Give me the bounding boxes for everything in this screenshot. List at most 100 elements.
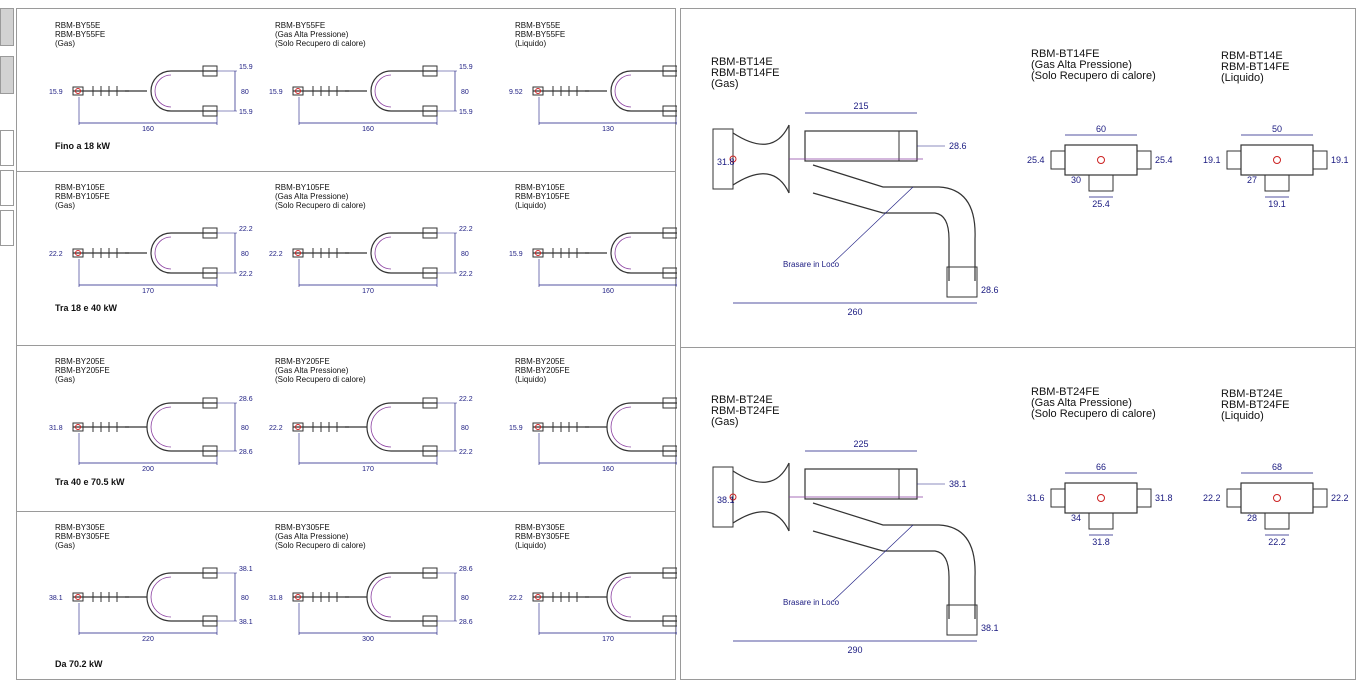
inlet-dim: 22.2 — [269, 251, 283, 258]
inlet-socket — [532, 86, 544, 96]
length-dim: 300 — [362, 636, 374, 643]
model-label-hp: RBM-BT24FE (Gas Alta Pressione) (Solo Re… — [1031, 386, 1156, 420]
outlet-bottom-dim: 28.6 — [459, 619, 473, 626]
inlet-marker — [535, 424, 541, 430]
model-label-gas: RBM-BT24E RBM-BT24FE (Gas) — [711, 394, 780, 428]
tee-bottom-socket — [1264, 174, 1290, 192]
sidebar-tab-4[interactable] — [0, 170, 14, 206]
bend-pipe-inner — [812, 192, 950, 281]
spacing-dim: 80 — [241, 425, 249, 432]
reducer-cone — [732, 462, 790, 532]
inlet-dim: 15.9 — [509, 251, 523, 258]
branch-bend-inner — [154, 236, 172, 270]
outlet-bottom-dim: 38.1 — [239, 619, 253, 626]
branch-bend-inner — [374, 74, 392, 108]
inlet-dim: 22.2 — [269, 425, 283, 432]
tee-bottom-socket — [1088, 512, 1114, 530]
bottom-outlet-dim: 28.6 — [981, 285, 999, 295]
tee-left-dim: 22.2 — [1203, 493, 1221, 503]
total-length-dim: 290 — [847, 645, 862, 655]
branch-bend — [345, 402, 392, 452]
inlet-socket — [292, 248, 304, 258]
model-label-liq: RBM-BT24E RBM-BT24FE (Liquido) — [1221, 388, 1290, 422]
branch-bend-inner — [370, 406, 392, 448]
tee-right-dim: 19.1 — [1331, 155, 1349, 165]
top-length-dim: 225 — [853, 439, 868, 449]
length-dim: 160 — [362, 126, 374, 133]
inlet-dim: 9.52 — [509, 89, 523, 96]
inlet-marker — [75, 88, 81, 94]
inlet-dim: 38.1 — [49, 595, 63, 602]
branch-bend-inner — [614, 74, 632, 108]
outlet-socket — [662, 267, 677, 279]
inlet-marker — [295, 594, 301, 600]
sidebar-tab-2[interactable] — [0, 56, 14, 94]
tee-right-socket — [1312, 488, 1328, 508]
inlet-marker — [75, 424, 81, 430]
inlet-dim: 31.8 — [269, 595, 283, 602]
capacity-range: Tra 40 e 70.5 kW — [55, 477, 125, 487]
spacing-dim: 80 — [461, 89, 469, 96]
outlet-bottom-dim: 22.2 — [459, 271, 473, 278]
branch-bend — [125, 402, 172, 452]
sidebar-tab-1[interactable] — [0, 8, 14, 46]
inlet-dim: 31.8 — [49, 425, 63, 432]
row-divider — [681, 347, 1355, 348]
top-branch-pipe — [804, 468, 918, 500]
model-label-gas: RBM-BY105E RBM-BY105FE (Gas) — [55, 183, 110, 210]
inlet-socket — [532, 422, 544, 432]
outlet-dim: 38.1 — [949, 479, 967, 489]
inlet-socket — [72, 592, 84, 602]
braze-leader — [832, 524, 914, 602]
model-label-hp: RBM-BY55FE (Gas Alta Pressione) (Solo Re… — [275, 21, 366, 48]
outlet-top-dim: 28.6 — [459, 566, 473, 573]
tee-right-socket — [1312, 150, 1328, 170]
tee-height-dim: 34 — [1071, 513, 1081, 523]
capacity-range: Fino a 18 kW — [55, 141, 111, 151]
spacing-dim: 80 — [241, 251, 249, 258]
branch-bend-inner — [154, 74, 172, 108]
outlet-dim: 28.6 — [949, 141, 967, 151]
bottom-socket — [946, 604, 978, 636]
sidebar-tab-5[interactable] — [0, 210, 14, 246]
tee-left-dim: 25.4 — [1027, 155, 1045, 165]
braze-note: Brasare in Loco — [783, 260, 840, 269]
tee-right-dim: 22.2 — [1331, 493, 1349, 503]
inlet-dim: 15.9 — [509, 425, 523, 432]
inlet-socket — [292, 592, 304, 602]
branch-bend — [125, 232, 172, 274]
outlet-top-dim: 22.2 — [459, 396, 473, 403]
inlet-marker — [75, 594, 81, 600]
inlet-dim: 38.1 — [717, 495, 735, 505]
branch-bend — [585, 402, 632, 452]
tee-height-dim: 28 — [1247, 513, 1257, 523]
spacing-dim: 80 — [241, 595, 249, 602]
reducer-cone — [732, 124, 790, 194]
inlet-marker — [535, 88, 541, 94]
inlet-marker — [729, 155, 737, 163]
inlet-marker — [295, 424, 301, 430]
length-dim: 170 — [602, 636, 614, 643]
branch-bend — [345, 232, 392, 274]
model-label-gas: RBM-BY205E RBM-BY205FE (Gas) — [55, 357, 110, 384]
outlet-bottom-dim: 15.9 — [459, 109, 473, 116]
model-label-hp: RBM-BY105FE (Gas Alta Pressione) (Solo R… — [275, 183, 366, 210]
model-label-hp: RBM-BY205FE (Gas Alta Pressione) (Solo R… — [275, 357, 366, 384]
outlet-socket — [662, 445, 677, 457]
branch-bend — [585, 572, 632, 622]
inlet-marker — [729, 493, 737, 501]
capacity-range: Tra 18 e 40 kW — [55, 303, 118, 313]
sidebar-tab-3[interactable] — [0, 130, 14, 166]
bottom-socket — [946, 266, 978, 298]
capacity-range: Da 70.2 kW — [55, 659, 103, 669]
total-length-dim: 260 — [847, 307, 862, 317]
model-label-liq: RBM-BY205E RBM-BY205FE (Liquido) — [515, 357, 570, 384]
tee-bottom-dim: 25.4 — [1092, 199, 1110, 209]
inlet-socket — [72, 86, 84, 96]
outlet-bottom-dim: 22.2 — [459, 449, 473, 456]
inlet-dim: 22.2 — [49, 251, 63, 258]
inlet-dim: 15.9 — [269, 89, 283, 96]
tee-width-dim: 66 — [1096, 462, 1106, 472]
branch-bend-inner — [150, 576, 172, 618]
